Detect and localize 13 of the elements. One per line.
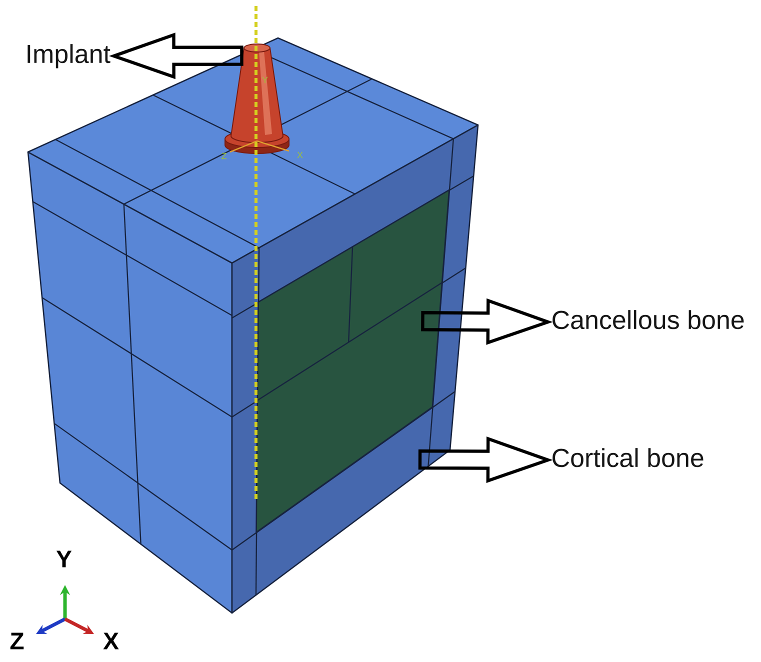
axis-letter: Z [222,152,226,160]
axis-letter: Y [262,76,268,84]
axis-letter: Z [10,632,24,650]
leader-arrow [421,298,553,345]
implant-cone [224,44,290,154]
part-label: Cortical bone [552,448,704,468]
axis-letter: X [103,632,119,650]
cancellous-region [256,189,450,533]
axis-letter: Y [56,550,72,568]
leader-arrow [418,436,553,484]
axis-letter: X [297,152,303,158]
leader-arrow [108,32,244,80]
part-label: Cancellous bone [552,310,744,330]
